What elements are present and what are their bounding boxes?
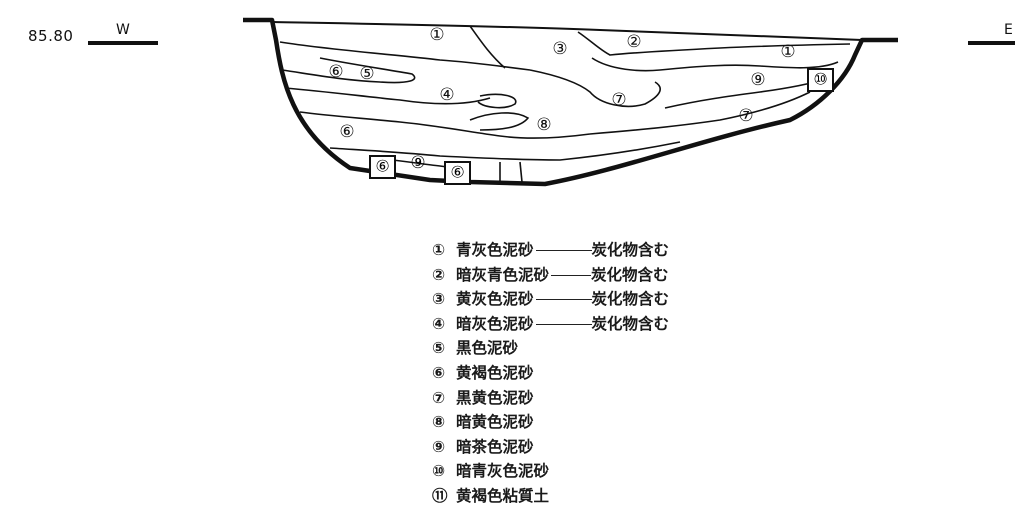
legend-item: ④ 暗灰色泥砂 炭化物含む <box>432 312 669 337</box>
legend-text: 暗黄色泥砂 <box>456 413 534 432</box>
legend-item: ⑥ 黄褐色泥砂 <box>432 361 669 386</box>
legend-item: ⑦ 黒黄色泥砂 <box>432 386 669 411</box>
legend-dash <box>535 299 592 301</box>
layer-marker-4: ④ <box>439 85 454 105</box>
legend-number: ③ <box>432 290 446 309</box>
layer-marker-8: ⑧ <box>536 115 551 135</box>
legend-text: 青灰色泥砂 <box>456 241 534 259</box>
east-label: E <box>1004 22 1013 38</box>
legend-item: ③ 黄灰色泥砂 炭化物含む <box>432 287 669 312</box>
legend-dash <box>535 250 592 251</box>
layer-marker-10: ⑩ <box>813 70 827 89</box>
layer-boundary <box>271 21 863 41</box>
layer-marker-6: ⑥ <box>328 62 343 82</box>
legend-note: 炭化物含む <box>591 314 670 333</box>
legend-text: 黄灰色泥砂 <box>456 290 534 309</box>
layer-marker-6: ⑥ <box>339 122 354 142</box>
legend-text: 黄褐色粘質土 <box>456 486 550 505</box>
pit-outline <box>243 17 898 187</box>
layer-marker-5: ⑤ <box>359 64 374 84</box>
layer-marker-6: ⑥ <box>375 157 389 176</box>
west-label: W <box>116 22 130 38</box>
layer-boundaries <box>279 25 851 183</box>
legend-number: ⑧ <box>432 413 446 432</box>
legend-number: ⑨ <box>432 437 446 456</box>
layer-marker-1: ① <box>429 25 444 45</box>
elevation-label: 85.80 <box>28 27 74 45</box>
marker-box <box>444 161 471 185</box>
legend-number: ⑪ <box>432 486 448 505</box>
layer-marker-9: ⑨ <box>750 70 765 90</box>
legend-item: ⑧ 暗黄色泥砂 <box>432 410 669 435</box>
legend-item: ⑨ 暗茶色泥砂 <box>432 435 669 460</box>
legend-text: 暗灰青色泥砂 <box>456 265 550 284</box>
legend-text: 黄褐色泥砂 <box>456 363 534 382</box>
layer-marker-9: ⑨ <box>410 153 425 173</box>
legend-text: 暗茶色泥砂 <box>456 437 534 456</box>
legend-note: 炭化物含む <box>591 241 670 259</box>
layer-marker-7: ⑦ <box>611 90 626 110</box>
marker-box <box>369 155 396 179</box>
legend-text: 暗灰色泥砂 <box>456 314 534 333</box>
layer-marker-6: ⑥ <box>450 163 464 182</box>
layer-marker-2: ② <box>626 32 641 52</box>
legend-item: ⑤ 黒色泥砂 <box>432 336 669 361</box>
legend-number: ⑦ <box>432 388 446 407</box>
section-drawing: ① ② ③ ① ⑥ ⑤ ④ ⑦ ⑨ ⑧ ⑦ ⑥ ⑩ ⑥ ⑨ ⑥ <box>88 17 1015 187</box>
layer-marker-3: ③ <box>552 39 567 59</box>
legend-text: 暗青灰色泥砂 <box>456 462 550 481</box>
legend-note: 炭化物含む <box>591 265 669 284</box>
legend-number: ⑥ <box>432 363 446 382</box>
legend-item: ⑩ 暗青灰色泥砂 <box>432 459 669 484</box>
legend-dash <box>535 323 592 325</box>
legend-note: 炭化物含む <box>591 290 670 309</box>
layer-marker-1: ① <box>780 42 795 62</box>
legend-number: ④ <box>432 314 446 333</box>
legend-number: ② <box>432 265 446 284</box>
legend-number: ⑤ <box>432 339 446 358</box>
legend-item: ① 青灰色泥砂 炭化物含む <box>432 238 669 263</box>
legend-text: 黒色泥砂 <box>456 339 519 358</box>
legend-item: ② 暗灰青色泥砂 炭化物含む <box>432 263 669 288</box>
layer-marker-7: ⑦ <box>738 106 753 126</box>
legend-number: ① <box>432 241 446 259</box>
legend-item: ⑪ 黄褐色粘質土 <box>432 484 669 509</box>
marker-box <box>807 68 834 92</box>
legend-dash <box>551 274 592 276</box>
legend-text: 黒黄色泥砂 <box>456 388 534 407</box>
legend-number: ⑩ <box>432 462 446 481</box>
